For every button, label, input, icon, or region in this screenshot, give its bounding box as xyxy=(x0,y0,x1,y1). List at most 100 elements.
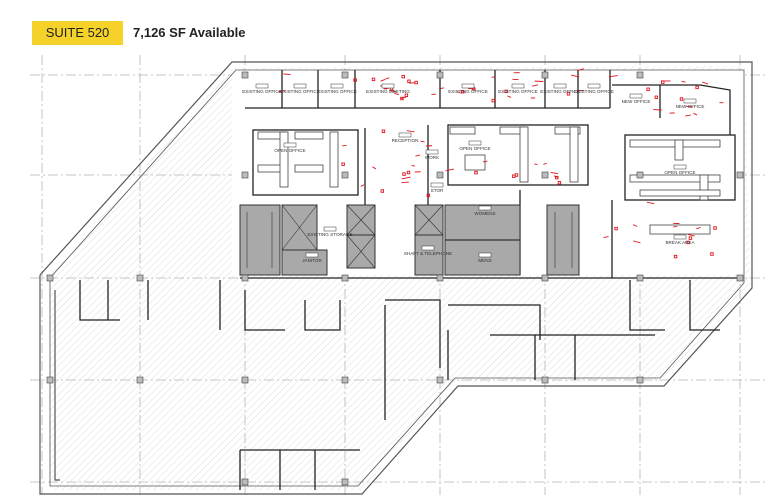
column xyxy=(46,274,54,282)
markup xyxy=(687,234,695,237)
markup xyxy=(341,162,345,166)
desk xyxy=(279,131,289,188)
markup xyxy=(686,240,690,245)
markup xyxy=(661,80,665,84)
column xyxy=(541,171,549,179)
column xyxy=(636,171,644,179)
markup xyxy=(543,163,547,165)
markup xyxy=(385,77,390,80)
available-area: 7,126 SF Available xyxy=(133,25,246,40)
room-label: NEW OFFICE xyxy=(622,99,651,104)
room-number-tag xyxy=(673,234,687,240)
markup xyxy=(603,236,609,239)
markup xyxy=(401,74,405,79)
markup xyxy=(702,81,709,85)
room-number-tag xyxy=(330,83,344,89)
column xyxy=(436,274,444,282)
markup xyxy=(394,93,399,96)
room-number-tag xyxy=(629,93,643,99)
desk xyxy=(519,126,529,183)
column xyxy=(541,71,549,79)
markup xyxy=(420,140,425,143)
break-table xyxy=(649,224,711,235)
stair xyxy=(239,204,281,276)
room-label: SHAFT & TELEPHONE xyxy=(404,251,452,256)
column xyxy=(636,71,644,79)
room-label: EXISTING OFFICE xyxy=(540,89,580,94)
markup xyxy=(681,80,686,83)
desk xyxy=(569,126,579,183)
markup xyxy=(633,240,641,244)
markup xyxy=(576,68,584,72)
room-label: OPEN OFFICE xyxy=(664,170,695,175)
room-number-tag xyxy=(381,83,395,89)
markup xyxy=(685,105,694,108)
column xyxy=(46,376,54,384)
room-number-tag xyxy=(468,140,482,146)
markup xyxy=(415,154,421,157)
room-number-tag xyxy=(425,149,439,155)
markup xyxy=(482,160,488,163)
markup xyxy=(507,95,512,98)
room-label: MENS xyxy=(478,258,491,263)
room-label: EXISTING OFFICE xyxy=(242,89,282,94)
markup xyxy=(532,84,539,87)
room-number-tag xyxy=(323,226,337,232)
markup xyxy=(457,91,461,94)
markup xyxy=(713,226,717,230)
markup xyxy=(685,114,691,117)
markup xyxy=(440,87,445,90)
column xyxy=(341,376,349,384)
column xyxy=(241,71,249,79)
column xyxy=(241,478,249,486)
room-label: NEW OFFICE xyxy=(676,104,705,109)
markup xyxy=(400,96,407,100)
desk xyxy=(629,174,721,183)
markup xyxy=(402,172,406,176)
column xyxy=(341,171,349,179)
markup xyxy=(557,181,562,185)
column xyxy=(241,376,249,384)
markup xyxy=(514,173,519,177)
column xyxy=(136,274,144,282)
markup xyxy=(696,226,701,230)
markup xyxy=(372,166,377,170)
markup xyxy=(673,254,678,259)
markup xyxy=(491,76,496,78)
column xyxy=(341,274,349,282)
workstations xyxy=(257,126,721,201)
markup xyxy=(566,92,571,96)
room-label: EXISTING OFFICE xyxy=(574,89,614,94)
column xyxy=(436,171,444,179)
markup xyxy=(353,78,357,82)
markup xyxy=(550,172,558,175)
desk xyxy=(699,174,709,201)
markup xyxy=(407,79,411,83)
room-label: EXISTING OFFICE xyxy=(280,89,320,94)
room-number-tag xyxy=(673,164,687,170)
room-number-tag xyxy=(511,83,525,89)
room-label: WORK xyxy=(425,155,440,160)
room-label: EXISTING OFFICE xyxy=(448,89,488,94)
columns xyxy=(46,71,744,486)
column xyxy=(436,376,444,384)
markup xyxy=(461,89,465,94)
room-label: EXISTING MEETING xyxy=(366,89,410,94)
markup xyxy=(406,170,411,175)
desk xyxy=(554,126,581,135)
column xyxy=(636,376,644,384)
room-number-tag xyxy=(553,83,567,89)
room-number-tag xyxy=(283,142,297,148)
stair-east xyxy=(546,204,580,276)
room-number-tag xyxy=(421,245,435,251)
markup xyxy=(404,93,409,97)
exterior-walls xyxy=(39,61,753,495)
room-number-tag xyxy=(293,83,307,89)
desk xyxy=(464,154,486,171)
room-label: OPEN OFFICE xyxy=(459,146,490,151)
markup xyxy=(654,95,659,100)
column xyxy=(341,478,349,486)
markup xyxy=(278,90,286,93)
column xyxy=(541,274,549,282)
